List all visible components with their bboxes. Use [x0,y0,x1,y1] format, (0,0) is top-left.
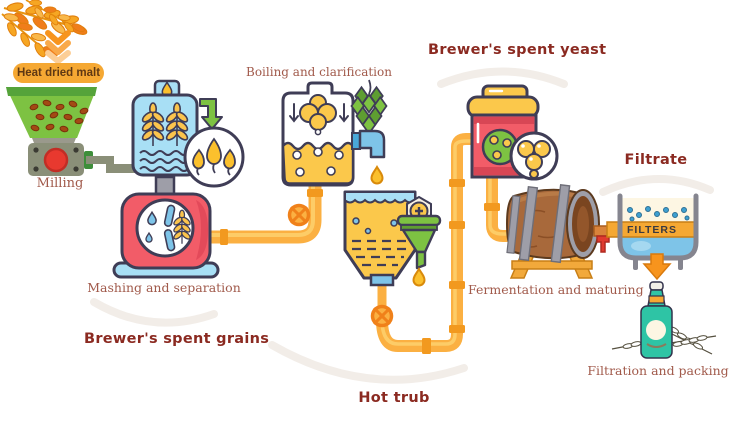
hot-trub-tank [343,190,417,287]
mashing-tank [131,79,199,177]
valve-icon [287,203,311,227]
beer-bottle [640,281,673,359]
valve-icon [370,304,394,328]
faucet-icon [351,129,386,185]
down-arrow-icon [642,253,672,281]
funnel-assembly [396,195,442,287]
down-arrow-icon [289,103,349,123]
filter-unit [606,193,699,281]
decor-arc [90,298,218,327]
down-chevrons-icon [45,30,71,64]
malt-grains-circle [183,126,245,188]
plus-icon [415,207,423,215]
boiling-tank [281,81,355,187]
barrel-tap-icon [596,235,610,253]
barrel [505,184,611,264]
stirrer-icon [163,204,176,252]
milling-machine [6,87,138,176]
separation-vessel [112,175,220,279]
decor-arc [599,175,714,196]
decor-arcs [90,67,714,384]
decor-arc [268,341,468,384]
green-arrow-icon [199,98,223,130]
malt-balls-icon [299,94,337,136]
pipe-trub-to-yeast [370,133,473,354]
wheat-lineart [611,326,717,355]
heat-dried-malt-label: Heat dried malt [13,63,104,83]
yeast-tank [466,84,559,181]
pipe-mash-to-boil [210,184,323,245]
decor-arc [437,67,568,88]
hop-cone-icon [350,79,388,135]
mill-button-icon [43,147,69,173]
pipe-yeast-to-barrel [484,176,516,242]
wheat-decoration [1,0,88,59]
filters-label: FILTERS [627,223,677,236]
